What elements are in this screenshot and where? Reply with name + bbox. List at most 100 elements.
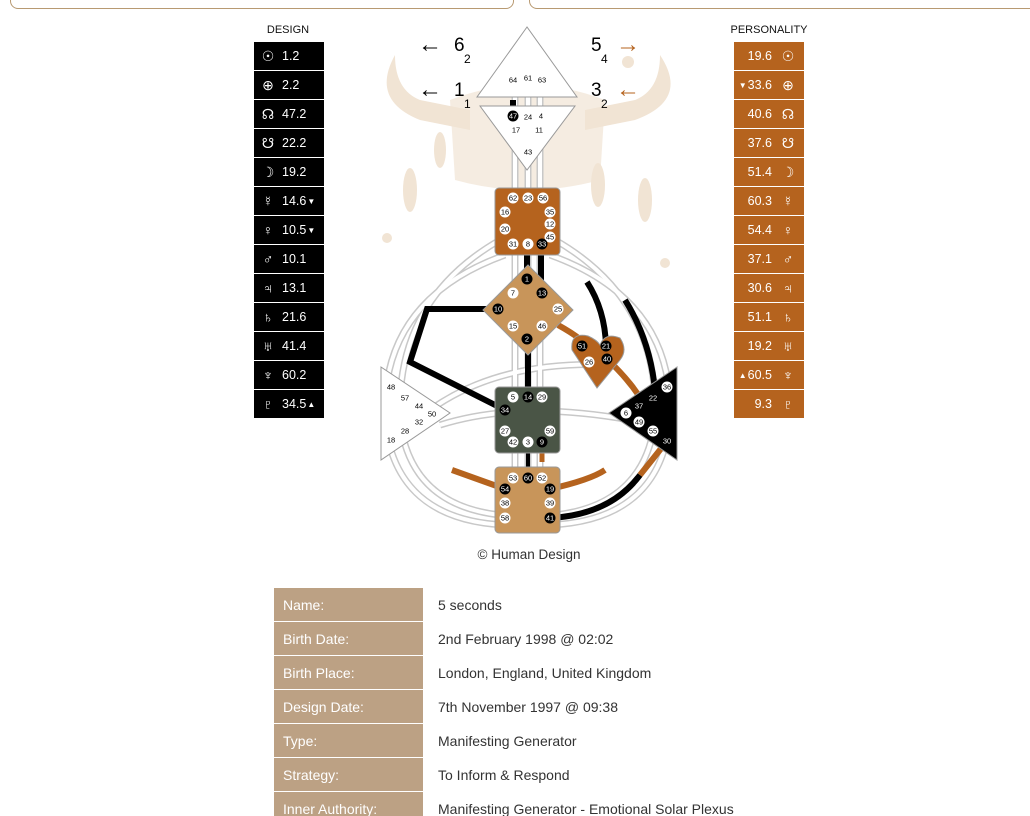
gate-39[interactable]: 39	[546, 499, 554, 508]
arrow-icon: ▼	[738, 80, 747, 90]
gate-20[interactable]: 20	[501, 225, 509, 234]
gate-32[interactable]: 32	[415, 418, 423, 427]
gate-63[interactable]: 63	[538, 76, 546, 85]
gate-55[interactable]: 55	[649, 427, 657, 436]
personality-row[interactable]: 19.6☉	[734, 42, 804, 70]
design-row[interactable]: ♅41.4	[254, 332, 324, 360]
personality-value: 19.6	[747, 49, 772, 63]
gate-44[interactable]: 44	[415, 402, 423, 411]
gate-56[interactable]: 56	[539, 194, 547, 203]
gate-8[interactable]: 8	[526, 240, 530, 249]
personality-row[interactable]: 60.3☿	[734, 187, 804, 215]
gate-7[interactable]: 7	[511, 289, 515, 298]
gate-35[interactable]: 35	[546, 208, 554, 217]
gate-50[interactable]: 50	[428, 410, 436, 419]
gate-38[interactable]: 38	[501, 499, 509, 508]
gate-60[interactable]: 60	[524, 474, 532, 483]
gate-53[interactable]: 53	[509, 474, 517, 483]
personality-row[interactable]: 54.4♀	[734, 216, 804, 244]
gate-16[interactable]: 16	[501, 208, 509, 217]
gate-25[interactable]: 25	[554, 305, 562, 314]
gate-54[interactable]: 54	[501, 485, 509, 494]
design-row[interactable]: ⊕2.2	[254, 71, 324, 99]
design-row[interactable]: ♂10.1	[254, 245, 324, 273]
design-row[interactable]: ☿14.6▼	[254, 187, 324, 215]
gate-62[interactable]: 62	[509, 194, 517, 203]
design-row[interactable]: ☽19.2	[254, 158, 324, 186]
design-row[interactable]: ♀10.5▼	[254, 216, 324, 244]
gate-42[interactable]: 42	[509, 438, 517, 447]
personality-row[interactable]: 30.6♃	[734, 274, 804, 302]
gate-18[interactable]: 18	[387, 436, 395, 445]
personality-row[interactable]: 9.3♇	[734, 390, 804, 418]
personality-value: 60.3	[747, 194, 772, 208]
gate-34[interactable]: 34	[501, 406, 509, 415]
gate-4[interactable]: 4	[539, 112, 543, 121]
gate-46[interactable]: 46	[538, 322, 546, 331]
gate-33[interactable]: 33	[538, 240, 546, 249]
gate-64[interactable]: 64	[509, 76, 517, 85]
gate-27[interactable]: 27	[501, 427, 509, 436]
design-row[interactable]: ♄21.6	[254, 303, 324, 331]
gate-6[interactable]: 6	[624, 409, 628, 418]
gate-36[interactable]: 36	[663, 383, 671, 392]
gate-24[interactable]: 24	[524, 113, 532, 122]
gate-30[interactable]: 30	[663, 437, 671, 446]
personality-value: 33.6	[747, 78, 772, 92]
gate-31[interactable]: 31	[509, 240, 517, 249]
personality-row[interactable]: 51.1♄	[734, 303, 804, 331]
design-row[interactable]: ☊47.2	[254, 100, 324, 128]
gate-1[interactable]: 1	[525, 275, 529, 284]
var-bottom-left-num: 1	[454, 80, 465, 101]
gate-49[interactable]: 49	[635, 418, 643, 427]
gate-52[interactable]: 52	[538, 474, 546, 483]
gate-marker	[536, 436, 548, 448]
gate-61[interactable]: 61	[524, 74, 532, 83]
gate-28[interactable]: 28	[401, 427, 409, 436]
gate-57[interactable]: 57	[401, 394, 409, 403]
gate-51[interactable]: 51	[578, 342, 586, 351]
head-center	[476, 26, 578, 98]
gate-43[interactable]: 43	[524, 148, 532, 157]
personality-row[interactable]: 40.6☊	[734, 100, 804, 128]
gate-9[interactable]: 9	[540, 438, 544, 447]
design-row[interactable]: ♇34.5▲	[254, 390, 324, 418]
gate-10[interactable]: 10	[494, 305, 502, 314]
gate-58[interactable]: 58	[501, 514, 509, 523]
gate-37[interactable]: 37	[635, 402, 643, 411]
gate-59[interactable]: 59	[546, 427, 554, 436]
gate-23[interactable]: 23	[524, 194, 532, 203]
gate-5[interactable]: 5	[511, 393, 515, 402]
gate-14[interactable]: 14	[524, 393, 532, 402]
gate-11[interactable]: 11	[535, 126, 543, 135]
personality-row[interactable]: 51.4☽	[734, 158, 804, 186]
gate-41[interactable]: 41	[546, 514, 554, 523]
design-row[interactable]: ♃13.1	[254, 274, 324, 302]
design-row[interactable]: ☉1.2	[254, 42, 324, 70]
design-row[interactable]: ♆60.2	[254, 361, 324, 389]
gate-2[interactable]: 2	[525, 335, 529, 344]
gate-15[interactable]: 15	[509, 322, 517, 331]
design-row[interactable]: ☋22.2	[254, 129, 324, 157]
south-node-icon: ☋	[781, 134, 795, 151]
gate-47[interactable]: 47	[509, 112, 517, 121]
personality-row[interactable]: 19.2♅	[734, 332, 804, 360]
gate-12[interactable]: 12	[546, 220, 554, 229]
personality-row[interactable]: 37.6☋	[734, 129, 804, 157]
gate-13[interactable]: 13	[538, 289, 546, 298]
gate-21[interactable]: 21	[602, 342, 610, 351]
gate-26[interactable]: 26	[585, 358, 593, 367]
personality-row[interactable]: 37.1♂	[734, 245, 804, 273]
gate-40[interactable]: 40	[603, 355, 611, 364]
gate-3[interactable]: 3	[526, 438, 530, 447]
personality-row[interactable]: ▼33.6⊕	[734, 71, 804, 99]
gate-45[interactable]: 45	[546, 233, 554, 242]
gate-22[interactable]: 22	[649, 394, 657, 403]
personality-row[interactable]: ▲60.5♆	[734, 361, 804, 389]
saturn-icon: ♄	[262, 309, 274, 325]
gate-48[interactable]: 48	[387, 383, 395, 392]
gate-19[interactable]: 19	[546, 485, 554, 494]
gate-17[interactable]: 17	[512, 126, 520, 135]
gate-29[interactable]: 29	[538, 393, 546, 402]
